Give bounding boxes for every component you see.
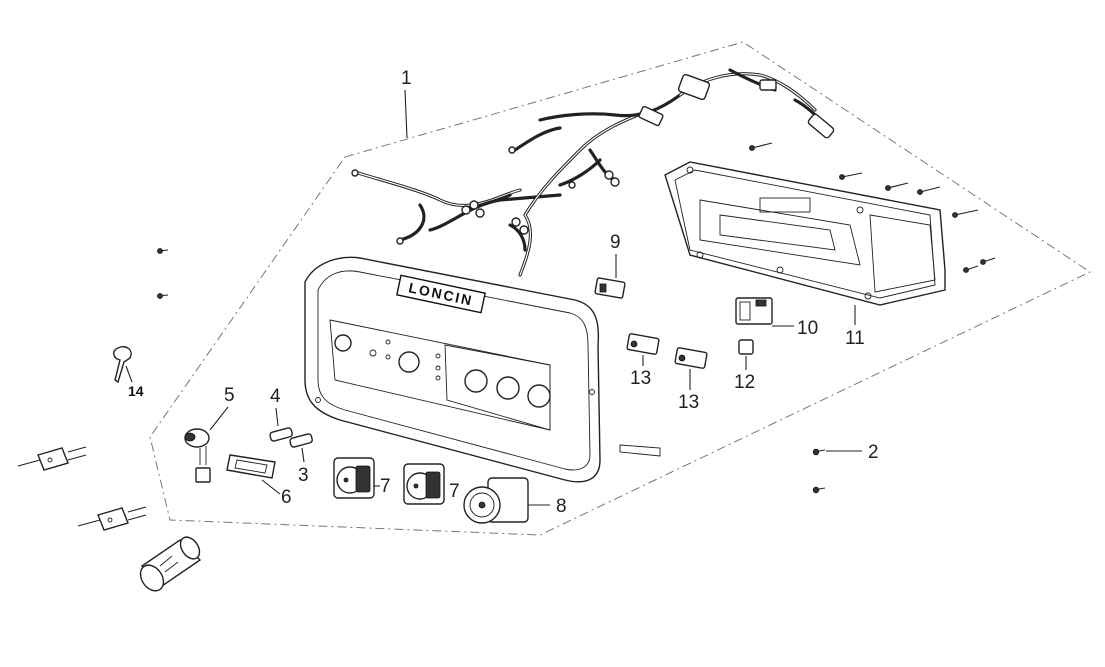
callout-12: 12: [734, 372, 755, 393]
callout-7a: 7: [380, 476, 391, 497]
callout-9: 9: [610, 232, 621, 253]
ignition-switch: [184, 428, 211, 483]
callout-2: 2: [868, 442, 879, 463]
loose-screws: [157, 248, 169, 299]
ac-socket-7b: [403, 463, 445, 505]
component-13a-breaker: [626, 333, 660, 355]
industrial-plug: [139, 536, 202, 592]
callout-3: 3: [298, 465, 309, 486]
ac-socket-7a: [333, 457, 375, 499]
front-control-panel: LONCIN: [304, 256, 661, 483]
component-10-breaker: [735, 297, 773, 325]
control-box-housing: [664, 142, 996, 306]
component-12-block: [738, 339, 754, 355]
indicator-plate-6: [226, 454, 276, 479]
callout-14: 14: [128, 383, 144, 399]
callout-13a: 13: [630, 368, 651, 389]
component-9-switch: [594, 277, 626, 299]
callout-4: 4: [270, 386, 281, 407]
fuse-holder-3: [289, 433, 313, 448]
callout-6: 6: [281, 487, 292, 508]
callout-7b: 7: [449, 481, 460, 502]
component-13b-breaker: [674, 347, 708, 369]
plug-upper: [17, 446, 87, 471]
plug-lower: [77, 506, 147, 531]
industrial-socket-8: [463, 477, 529, 524]
wiring-harness: [351, 68, 835, 277]
callout-11: 11: [845, 328, 865, 349]
callout-10: 10: [797, 318, 818, 339]
callout-1: 1: [401, 68, 412, 89]
callout-5: 5: [224, 385, 235, 406]
callout-8: 8: [556, 496, 567, 517]
screws-2: [812, 448, 826, 494]
key-icon: [113, 346, 132, 384]
fuse-holder-4: [269, 427, 293, 442]
callout-13b: 13: [678, 392, 699, 413]
assembly-boundary: [149, 41, 1092, 536]
